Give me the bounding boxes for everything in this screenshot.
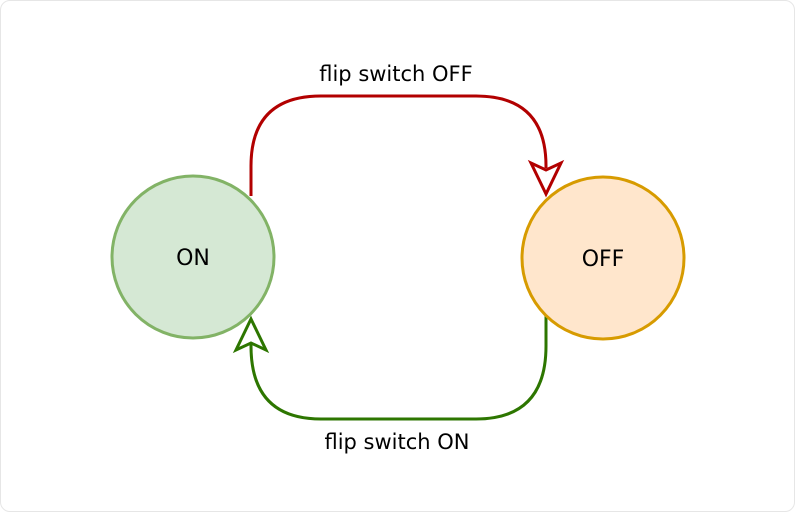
transition-off-to-on-line [249,316,548,421]
state-off: OFF [520,175,686,341]
state-on-label: ON [176,246,210,271]
transition-on-to-off-label: flip switch OFF [319,62,472,86]
transition-on-to-off: flip switch OFF [249,62,565,198]
state-off-label: OFF [582,247,625,272]
transition-on-to-off-arrowhead [527,159,565,198]
transition-off-to-on: flip switch ON [232,315,548,454]
transition-off-to-on-label: flip switch ON [324,430,469,454]
state-on: ON [110,174,276,340]
state-off-circle [520,175,686,341]
transition-off-to-on-arrowhead [232,315,270,354]
state-on-circle [110,174,276,340]
transition-on-to-off-line [249,94,548,196]
